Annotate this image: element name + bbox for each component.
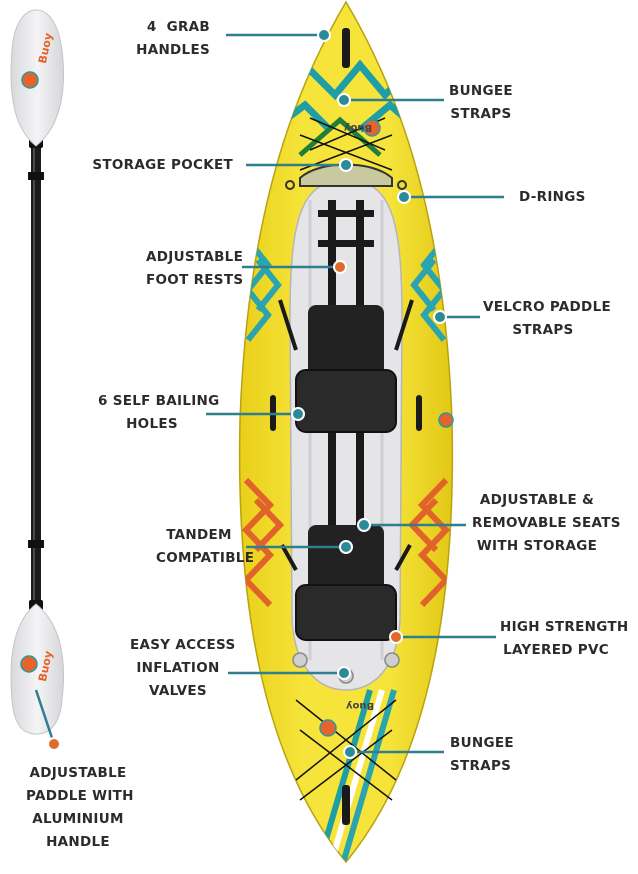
label-tandem-compatible: TANDEM COMPATIBLE <box>156 524 255 570</box>
label-removable-seats: ADJUSTABLE & REMOVABLE SEATS WITH STORAGE <box>472 489 621 558</box>
leader-line-adjustable-paddle <box>34 689 56 745</box>
label-line: ADJUSTABLE <box>146 249 244 265</box>
label-line: ADJUSTABLE & <box>479 492 595 508</box>
foot-rest-rail-right <box>356 200 364 320</box>
label-bungee-straps-bottom: BUNGEE STRAPS <box>450 732 514 778</box>
d-ring-1 <box>285 180 295 190</box>
hull-logo-text-bow: Buoy <box>344 122 373 133</box>
callout-marker-tandem-compatible <box>339 540 353 554</box>
callout-marker-bungee-straps-top <box>337 93 351 107</box>
label-line: TANDEM <box>166 527 232 543</box>
label-storage-pocket: STORAGE POCKET <box>92 154 233 177</box>
callout-marker-layered-pvc <box>389 630 403 644</box>
label-adjustable-paddle: ADJUSTABLE PADDLE WITH ALUMINIUM HANDLE <box>26 762 134 854</box>
paddle-blade-bottom <box>10 603 65 735</box>
label-line: REMOVABLE SEATS <box>472 515 621 531</box>
label-line: HANDLE <box>46 834 110 850</box>
callout-marker-bungee-straps-bottom <box>343 745 357 759</box>
callout-leaders <box>34 28 504 759</box>
label-line: EASY ACCESS <box>130 637 236 653</box>
label-line: STRAPS <box>450 106 512 122</box>
label-line: HIGH STRENGTH <box>500 619 629 635</box>
grab-handle-stern <box>342 785 350 825</box>
callout-marker-removable-seats <box>357 518 371 532</box>
d-ring-2 <box>397 180 407 190</box>
grab-handle-side-right <box>416 395 422 431</box>
label-line: FOOT RESTS <box>146 272 244 288</box>
callout-marker-adjustable-foot-rests <box>333 260 347 274</box>
foot-rest-rail-right-2 <box>356 430 364 530</box>
callout-marker-grab-handles <box>317 28 331 42</box>
label-line: 4 GRAB <box>146 19 210 35</box>
foot-rest-bar-2 <box>318 240 374 247</box>
paddle-shaft <box>31 140 41 610</box>
paddle-ferrule-bottom <box>28 540 44 548</box>
callout-marker-storage-pocket <box>339 158 353 172</box>
hull-logo-text-stern: Buoy <box>346 700 375 711</box>
paddle-logo-top <box>21 71 39 89</box>
paddle-shaft-highlight <box>33 140 35 610</box>
label-line: LAYERED PVC <box>503 642 609 658</box>
paddle <box>10 9 65 735</box>
hull-logo-mascot-icon-stern <box>319 719 337 737</box>
foot-rest-rail-left <box>328 200 336 320</box>
label-inflation-valves: EASY ACCESS INFLATION VALVES <box>130 634 236 703</box>
label-line: VELCRO PADDLE <box>483 299 611 315</box>
label-line: BUNGEE <box>450 735 514 751</box>
storage-pocket <box>299 163 393 187</box>
label-line: ADJUSTABLE <box>29 765 127 781</box>
label-line: COMPATIBLE <box>156 550 255 566</box>
callout-marker-self-bailing-holes <box>291 407 305 421</box>
logo-mascot-icon <box>20 655 38 673</box>
label-line: STRAPS <box>512 322 574 338</box>
hull-logo-mascot-icon-side <box>438 412 454 428</box>
label-line: PADDLE WITH <box>26 788 134 804</box>
foot-rest-rail-left-2 <box>328 430 336 530</box>
label-d-rings: D-RINGS <box>519 186 586 209</box>
bungee-straps-bow <box>299 117 393 171</box>
label-line: HOLES <box>126 416 178 432</box>
label-line: STRAPS <box>450 758 512 774</box>
callout-marker-d-rings <box>397 190 411 204</box>
callout-marker-adjustable-paddle <box>47 737 61 751</box>
label-adjustable-foot-rests: ADJUSTABLE FOOT RESTS <box>146 246 244 292</box>
hull-logo-mascot-icon <box>363 119 381 137</box>
label-line: STORAGE POCKET <box>92 157 233 173</box>
grab-handle-bow <box>342 28 350 68</box>
label-velcro-paddle-straps: VELCRO PADDLE STRAPS <box>483 296 611 342</box>
label-line: ALUMINIUM <box>32 811 124 827</box>
label-bungee-straps-top: BUNGEE STRAPS <box>449 80 513 126</box>
foot-rest-bar-1 <box>318 210 374 217</box>
label-layered-pvc: HIGH STRENGTH LAYERED PVC <box>500 616 629 662</box>
label-line: INFLATION <box>136 660 220 676</box>
inflation-valve-1 <box>292 652 308 668</box>
paddle-ferrule-top <box>28 172 44 180</box>
label-grab-handles: 4 GRAB HANDLES <box>136 16 210 62</box>
seat-rear <box>280 525 412 641</box>
label-line: 6 SELF BAILING <box>98 393 220 409</box>
bungee-straps-stern <box>295 699 397 801</box>
label-line: VALVES <box>149 683 207 699</box>
label-line: BUNGEE <box>449 83 513 99</box>
logo-mascot-icon <box>21 71 39 89</box>
paddle-logo-bottom <box>20 655 38 673</box>
label-line: WITH STORAGE <box>476 538 598 554</box>
label-line: D-RINGS <box>519 189 586 205</box>
inflation-valve-3 <box>384 652 400 668</box>
label-self-bailing-holes: 6 SELF BAILING HOLES <box>98 390 220 436</box>
label-line: HANDLES <box>136 42 210 58</box>
seat-front <box>278 299 414 433</box>
callout-marker-velcro-paddle-straps <box>433 310 447 324</box>
callout-marker-inflation-valves <box>337 666 351 680</box>
